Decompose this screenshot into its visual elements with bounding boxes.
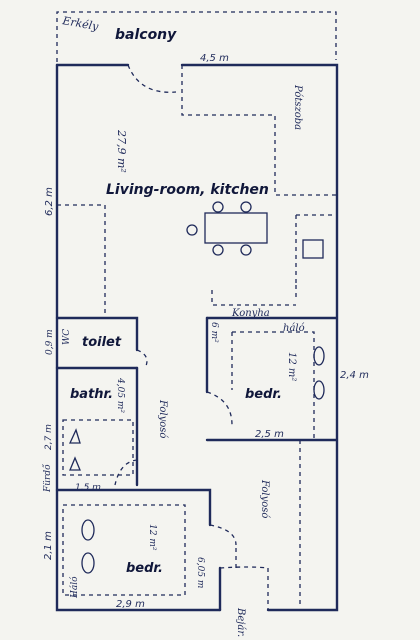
- outer-walls: [55, 63, 339, 612]
- balcony-door: [127, 64, 177, 93]
- corridor-lines: [219, 440, 301, 610]
- note-bejarat: Bejár.: [235, 607, 246, 637]
- right-bedroom-beds: [313, 346, 325, 400]
- note-folyoso-left: Folyosó: [157, 399, 168, 438]
- room-label-living: Living-room, kitchen: [106, 182, 269, 198]
- living-partitions: [57, 65, 336, 318]
- note-folyoso-right: Folyosó: [259, 479, 270, 518]
- bottom-bedroom-beds: [81, 519, 95, 574]
- note-potszoba-right: Pótszoba: [292, 84, 303, 130]
- dim-right-bedroom-height: 2,4 m: [340, 370, 369, 381]
- note-area-toilet: 0,9 m: [45, 329, 55, 355]
- dim-bath-height: 2,7 m: [44, 424, 54, 450]
- note-erkely: Erkély: [60, 14, 100, 33]
- note-area-bathroom: 4,05 m²: [115, 377, 125, 413]
- room-label-balcony: balcony: [115, 27, 177, 43]
- dim-bottom-bedroom-height: 2,1 m: [43, 531, 54, 560]
- toilet-walls: [55, 316, 148, 370]
- note-area-6m: 6 m²: [209, 322, 219, 343]
- dining-table: [186, 201, 268, 256]
- note-area-bedroom-right: 12 m²: [286, 352, 297, 381]
- kitchen-unit: [302, 239, 324, 259]
- bottom-bedroom-walls: [55, 488, 237, 596]
- note-area-bedroom-bottom: 12 m²: [147, 524, 157, 551]
- room-label-bedroom-bottom: bedr.: [126, 561, 163, 576]
- note-area-605: 6,05 m: [195, 557, 205, 588]
- note-area-living: 27,9 m²: [115, 129, 128, 173]
- room-label-bathroom: bathr.: [70, 387, 113, 402]
- dim-top-width: 4,5 m: [200, 53, 229, 64]
- note-wc: WC: [62, 329, 72, 345]
- dim-bottom-bedroom-width: 2,9 m: [116, 599, 145, 610]
- note-konyha: Konyha: [231, 308, 270, 319]
- dim-right-bedroom-width: 2,5 m: [255, 429, 284, 440]
- balcony-outline: [56, 11, 337, 62]
- note-halo-right: háló: [283, 323, 305, 334]
- right-bedroom-walls: [205, 316, 338, 442]
- dim-left-height: 6,2 m: [44, 187, 55, 216]
- note-halo-bottom: Háló: [69, 576, 80, 599]
- room-label-toilet: toilet: [82, 335, 122, 350]
- room-label-bedroom-right: bedr.: [245, 387, 282, 402]
- bathroom-walls: [62, 366, 139, 487]
- bath-fixtures: [68, 428, 81, 471]
- note-furdo: Fürdő: [42, 464, 53, 493]
- dim-bath-width: 1,5 m: [75, 483, 101, 493]
